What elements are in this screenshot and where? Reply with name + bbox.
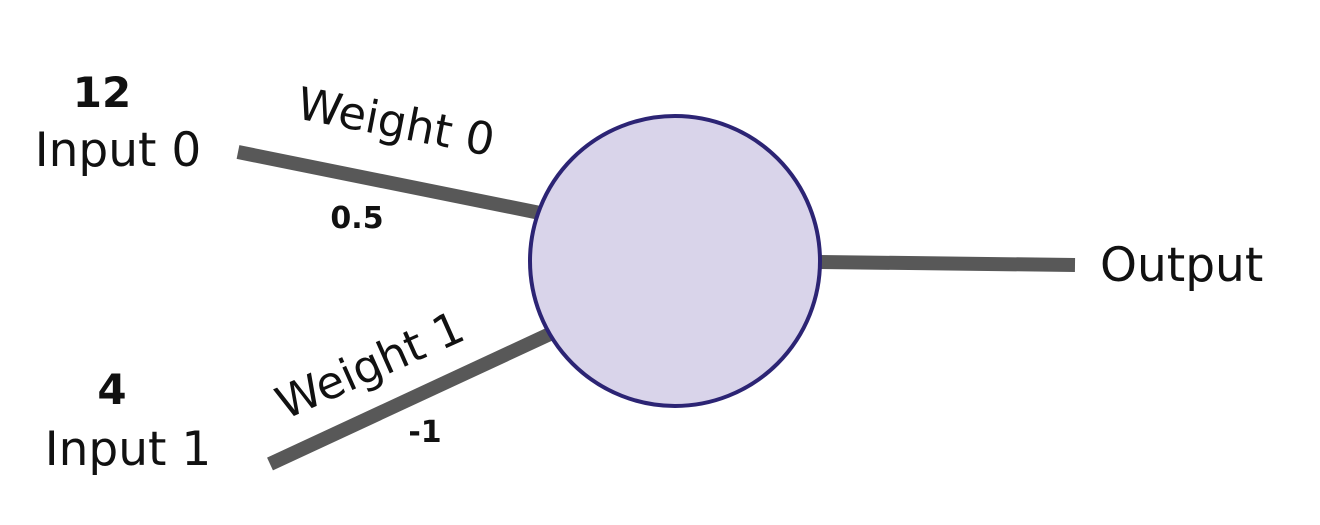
input-0-value: 12 [73,68,131,117]
output-label: Output [1100,238,1263,293]
weight-0-label: Weight 0 [293,77,499,167]
input-1-label: Input 1 [45,422,212,477]
weight-0-value: 0.5 [330,201,383,236]
weight-1-value: -1 [408,415,441,450]
input-1-value: 4 [97,365,126,414]
edge-input-0 [236,145,542,220]
neuron-node [528,114,822,408]
edge-input-1 [267,326,555,471]
input-0-label: Input 0 [35,123,202,178]
edge-output [819,255,1076,272]
